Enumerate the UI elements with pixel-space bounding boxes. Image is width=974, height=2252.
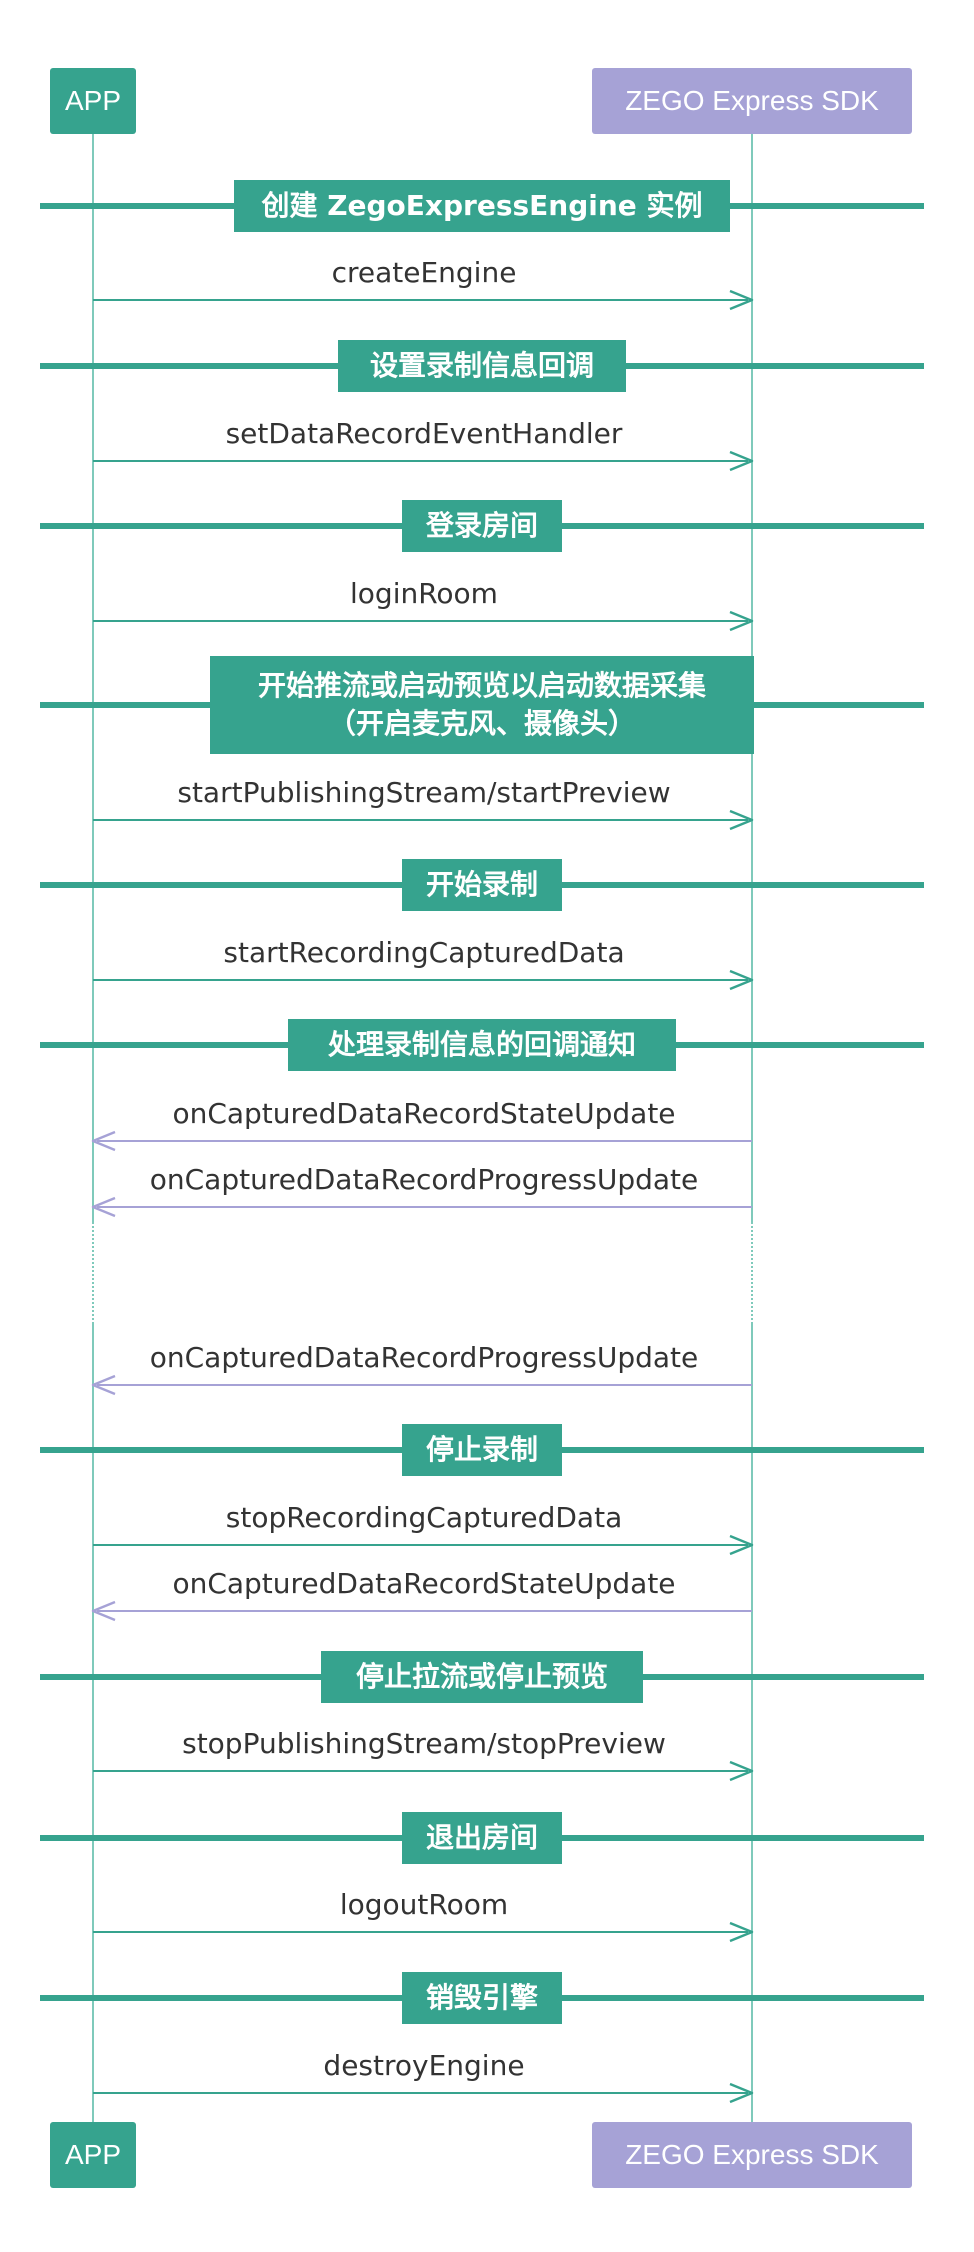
actor-app-bottom: APP [50, 2122, 136, 2188]
message-arrowhead [729, 450, 754, 472]
section-label: 处理录制信息的回调通知 [288, 1019, 676, 1071]
lifeline-app-lower [92, 1324, 94, 2122]
message-arrowhead [729, 969, 754, 991]
message-arrowhead [729, 1760, 754, 1782]
message-label: loginRoom [350, 577, 498, 610]
section-label: 设置录制信息回调 [338, 340, 626, 392]
message-label: startPublishingStream/startPreview [177, 776, 671, 809]
message-label: startRecordingCapturedData [223, 936, 625, 969]
actor-app-top: APP [50, 68, 136, 134]
section-label: 销毁引擎 [402, 1972, 562, 2024]
message-arrowhead [729, 289, 754, 311]
section-label: 创建 ZegoExpressEngine 实例 [234, 180, 730, 232]
message-label: logoutRoom [339, 1888, 509, 1921]
actor-sdk-top: ZEGO Express SDK [592, 68, 912, 134]
section-label: 开始录制 [402, 859, 562, 911]
message-label: onCapturedDataRecordProgressUpdate [149, 1163, 699, 1196]
message-arrowhead [729, 610, 754, 632]
message-arrowhead [91, 1374, 116, 1396]
lifeline-sdk-lower [751, 1324, 753, 2122]
section-label: 停止拉流或停止预览 [321, 1651, 643, 1703]
message-label: createEngine [331, 256, 517, 289]
message-arrowhead [91, 1196, 116, 1218]
message-arrowhead [729, 1921, 754, 1943]
message-arrowhead [91, 1600, 116, 1622]
section-label: 停止录制 [402, 1424, 562, 1476]
message-label: onCapturedDataRecordProgressUpdate [149, 1341, 699, 1374]
section-label: 登录房间 [402, 500, 562, 552]
lifeline-app [92, 134, 94, 1222]
message-label: destroyEngine [323, 2049, 525, 2082]
section-label: 退出房间 [402, 1812, 562, 1864]
message-label: stopPublishingStream/stopPreview [182, 1727, 666, 1760]
message-label: stopRecordingCapturedData [225, 1501, 623, 1534]
lifeline-sdk-gap [751, 1222, 753, 1324]
message-label: onCapturedDataRecordStateUpdate [172, 1097, 676, 1130]
lifeline-app-gap [92, 1222, 94, 1324]
message-arrowhead [91, 1130, 116, 1152]
message-arrowhead [729, 1534, 754, 1556]
message-label: setDataRecordEventHandler [225, 417, 623, 450]
message-arrowhead [729, 2082, 754, 2104]
message-label: onCapturedDataRecordStateUpdate [172, 1567, 676, 1600]
section-label: 开始推流或启动预览以启动数据采集 （开启麦克风、摄像头） [210, 656, 754, 754]
actor-sdk-bottom: ZEGO Express SDK [592, 2122, 912, 2188]
message-arrowhead [729, 809, 754, 831]
